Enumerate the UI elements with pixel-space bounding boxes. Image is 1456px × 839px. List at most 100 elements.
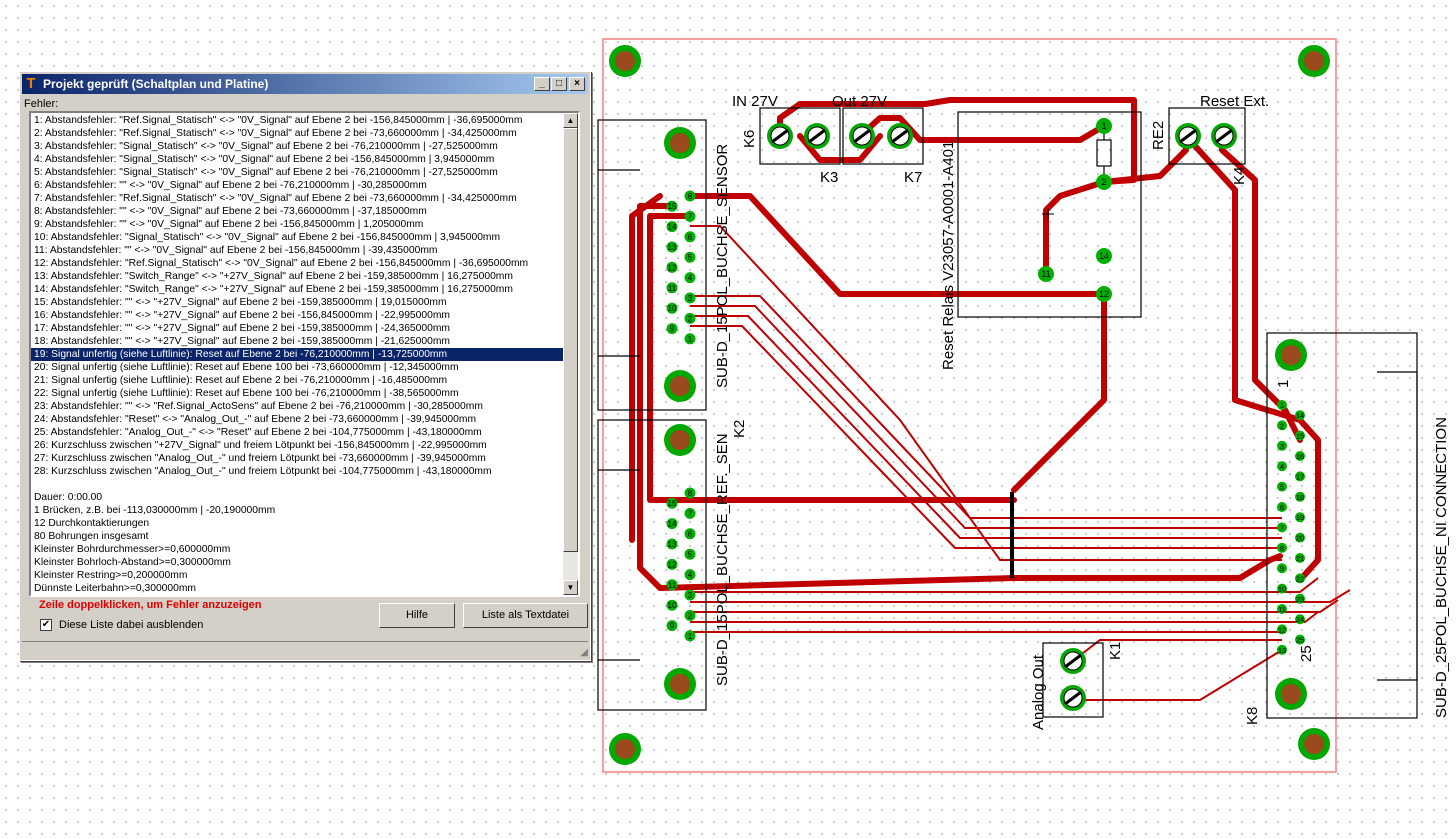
pad (1277, 644, 1287, 655)
pad-number: 13 (1278, 646, 1286, 655)
pad-number: 21 (1296, 554, 1304, 563)
help-button[interactable]: Hilfe (379, 603, 455, 628)
hide-list-checkbox-label[interactable]: Diese Liste dabei ausblenden (59, 619, 204, 631)
error-list-item[interactable]: 7: Abstandsfehler: "Ref.Signal_Statisch"… (34, 193, 517, 204)
error-list-item[interactable]: 3: Abstandsfehler: "Signal_Statisch" <->… (34, 141, 498, 152)
stats-list-item[interactable]: 12 Durchkontaktierungen (34, 518, 150, 529)
stats-list-item[interactable]: Kleinster Restring>=0,200000mm (34, 570, 188, 581)
pad-number: 11 (1041, 269, 1050, 279)
pad-number: 18 (1296, 493, 1304, 502)
label-k4: K4 (1231, 167, 1248, 185)
label-k1: K1 (1107, 642, 1124, 660)
pad-number: 8 (688, 489, 693, 498)
pad (1295, 512, 1305, 523)
dialog-titlebar[interactable]: T Projekt geprüft (Schaltplan und Platin… (22, 74, 588, 94)
error-list-item[interactable]: 12: Abstandsfehler: "Ref.Signal_Statisch… (34, 258, 529, 269)
pad-number: 14 (1099, 251, 1109, 261)
pad-number: 12 (1099, 289, 1109, 299)
listbox-scrollbar[interactable]: ▲ ▼ (563, 113, 578, 595)
pad-number: 7 (688, 212, 693, 221)
label-relay: Reset Relais V23057-A0001-A401 (940, 141, 957, 370)
error-list-item[interactable]: 8: Abstandsfehler: "" <-> "0V_Signal" au… (34, 206, 427, 217)
scroll-up-button[interactable]: ▲ (563, 113, 578, 128)
check-result-dialog[interactable]: T Projekt geprüft (Schaltplan und Platin… (19, 71, 591, 661)
pad-number: 11 (668, 581, 677, 590)
error-list-item[interactable]: 23: Abstandsfehler: "" <-> "Ref.Signal_A… (34, 401, 483, 412)
error-list-item[interactable]: 14: Abstandsfehler: "Switch_Range" <-> "… (34, 284, 513, 295)
pad (1295, 634, 1305, 645)
error-list-item[interactable]: 27: Kurzschluss zwischen "Analog_Out_-" … (34, 453, 486, 464)
hide-list-checkbox[interactable]: ✔ (40, 619, 52, 631)
error-list-item[interactable]: 4: Abstandsfehler: "Signal_Statisch" <->… (34, 154, 495, 165)
error-list-item[interactable]: 16: Abstandsfehler: "" <-> "+27V_Signal"… (34, 310, 450, 321)
error-list-item[interactable]: 1: Abstandsfehler: "Ref.Signal_Statisch"… (34, 115, 523, 126)
pad-number: 1 (688, 632, 693, 641)
screw-terminals (767, 123, 1237, 711)
scroll-down-button[interactable]: ▼ (563, 580, 578, 595)
pad (666, 497, 678, 509)
error-list-item[interactable]: 25: Abstandsfehler: "Analog_Out_-" <-> "… (34, 427, 482, 438)
stats-list-item[interactable]: 80 Bohrungen insgesamt (34, 531, 149, 542)
error-list-item[interactable]: 22: Signal unfertig (siehe Luftlinie): R… (34, 388, 459, 399)
label-pin1: 1 (1275, 380, 1292, 388)
error-list-item[interactable]: 21: Signal unfertig (siehe Luftlinie): R… (34, 375, 448, 386)
error-list-item[interactable]: 26: Kurzschluss zwischen "+27V_Signal" u… (34, 440, 487, 451)
error-list-item[interactable]: 19: Signal unfertig (siehe Luftlinie): R… (31, 348, 564, 361)
save-list-button[interactable]: Liste als Textdatei (463, 603, 588, 628)
pad (1277, 502, 1287, 512)
error-list-item[interactable]: 28: Kurzschluss zwischen "Analog_Out_-" … (34, 466, 492, 477)
error-list-item[interactable]: 13: Abstandsfehler: "Switch_Range" <-> "… (34, 271, 513, 282)
error-listbox[interactable]: 1: Abstandsfehler: "Ref.Signal_Statisch"… (29, 111, 580, 597)
pad-number: 8 (688, 192, 693, 201)
pad-number: 16 (1296, 452, 1304, 461)
pad (1096, 118, 1112, 134)
close-button[interactable]: × (569, 77, 585, 91)
pad (1277, 400, 1287, 410)
label-in27v: IN 27V (732, 93, 778, 110)
copper-traces (629, 97, 1321, 591)
pad (1038, 266, 1054, 282)
error-list[interactable]: 1: Abstandsfehler: "Ref.Signal_Statisch"… (31, 114, 564, 595)
pad (666, 558, 678, 570)
pad (666, 599, 678, 611)
pad-number: 22 (1296, 574, 1304, 583)
error-list-item[interactable]: 18: Abstandsfehler: "" <-> "+27V_Signal"… (34, 336, 450, 347)
error-list-item[interactable]: 5: Abstandsfehler: "Signal_Statisch" <->… (34, 167, 498, 178)
stats-list-item[interactable]: Kleinster Bohrdurchmesser>=0,600000mm (34, 544, 231, 555)
relay-outline (957, 111, 1142, 318)
error-list-item[interactable]: 11: Abstandsfehler: "" <-> "0V_Signal" a… (34, 245, 438, 256)
error-list-item[interactable]: 6: Abstandsfehler: "" <-> "0V_Signal" au… (34, 180, 427, 191)
pad (1295, 573, 1305, 584)
error-list-item[interactable]: 9: Abstandsfehler: "" <-> "0V_Signal" au… (34, 219, 424, 230)
errors-label: Fehler: (24, 98, 59, 110)
pad (1277, 542, 1287, 553)
scroll-thumb[interactable] (563, 128, 578, 552)
pad (666, 323, 678, 335)
stats-list-item[interactable]: 1 Brücken, z.B. bei -113,030000mm | -20,… (34, 505, 276, 516)
error-list-item[interactable]: 17: Abstandsfehler: "" <-> "+27V_Signal"… (34, 323, 450, 334)
double-click-hint: Zeile doppelklicken, um Fehler anzuzeige… (39, 599, 262, 611)
maximize-button[interactable]: □ (551, 77, 567, 91)
stats-list-item[interactable]: Dauer: 0:00.00 (34, 492, 103, 503)
error-list-item[interactable]: 15: Abstandsfehler: "" <-> "+27V_Signal"… (34, 297, 447, 308)
resize-grip-icon[interactable]: ◢ (580, 647, 588, 658)
pad-number: 7 (1280, 523, 1284, 532)
pad-number: 2 (1101, 177, 1106, 187)
error-list-item[interactable]: 10: Abstandsfehler: "Signal_Statisch" <-… (34, 232, 501, 243)
pad-number: 13 (668, 243, 677, 252)
stats-list-item[interactable]: Kleinster Bohrloch-Abstand>=0,300000mm (34, 557, 231, 568)
pad-number: 20 (1296, 534, 1304, 543)
stats-list-item[interactable]: Dünnste Leiterbahn>=0,300000mm (34, 583, 197, 594)
pad (684, 507, 696, 519)
label-reset-ext: Reset Ext. (1200, 93, 1269, 110)
pad (1277, 563, 1287, 574)
minimize-button[interactable]: _ (534, 77, 550, 91)
error-list-item[interactable]: 2: Abstandsfehler: "Ref.Signal_Statisch"… (34, 128, 517, 139)
pad-number: 12 (668, 560, 677, 569)
pad (1277, 420, 1287, 431)
error-list-item[interactable]: 20: Signal unfertig (siehe Luftlinie): R… (34, 362, 459, 373)
terminal-outlines (597, 107, 1418, 719)
error-list-item[interactable]: 24: Abstandsfehler: "Reset" <-> "Analog_… (34, 414, 477, 425)
